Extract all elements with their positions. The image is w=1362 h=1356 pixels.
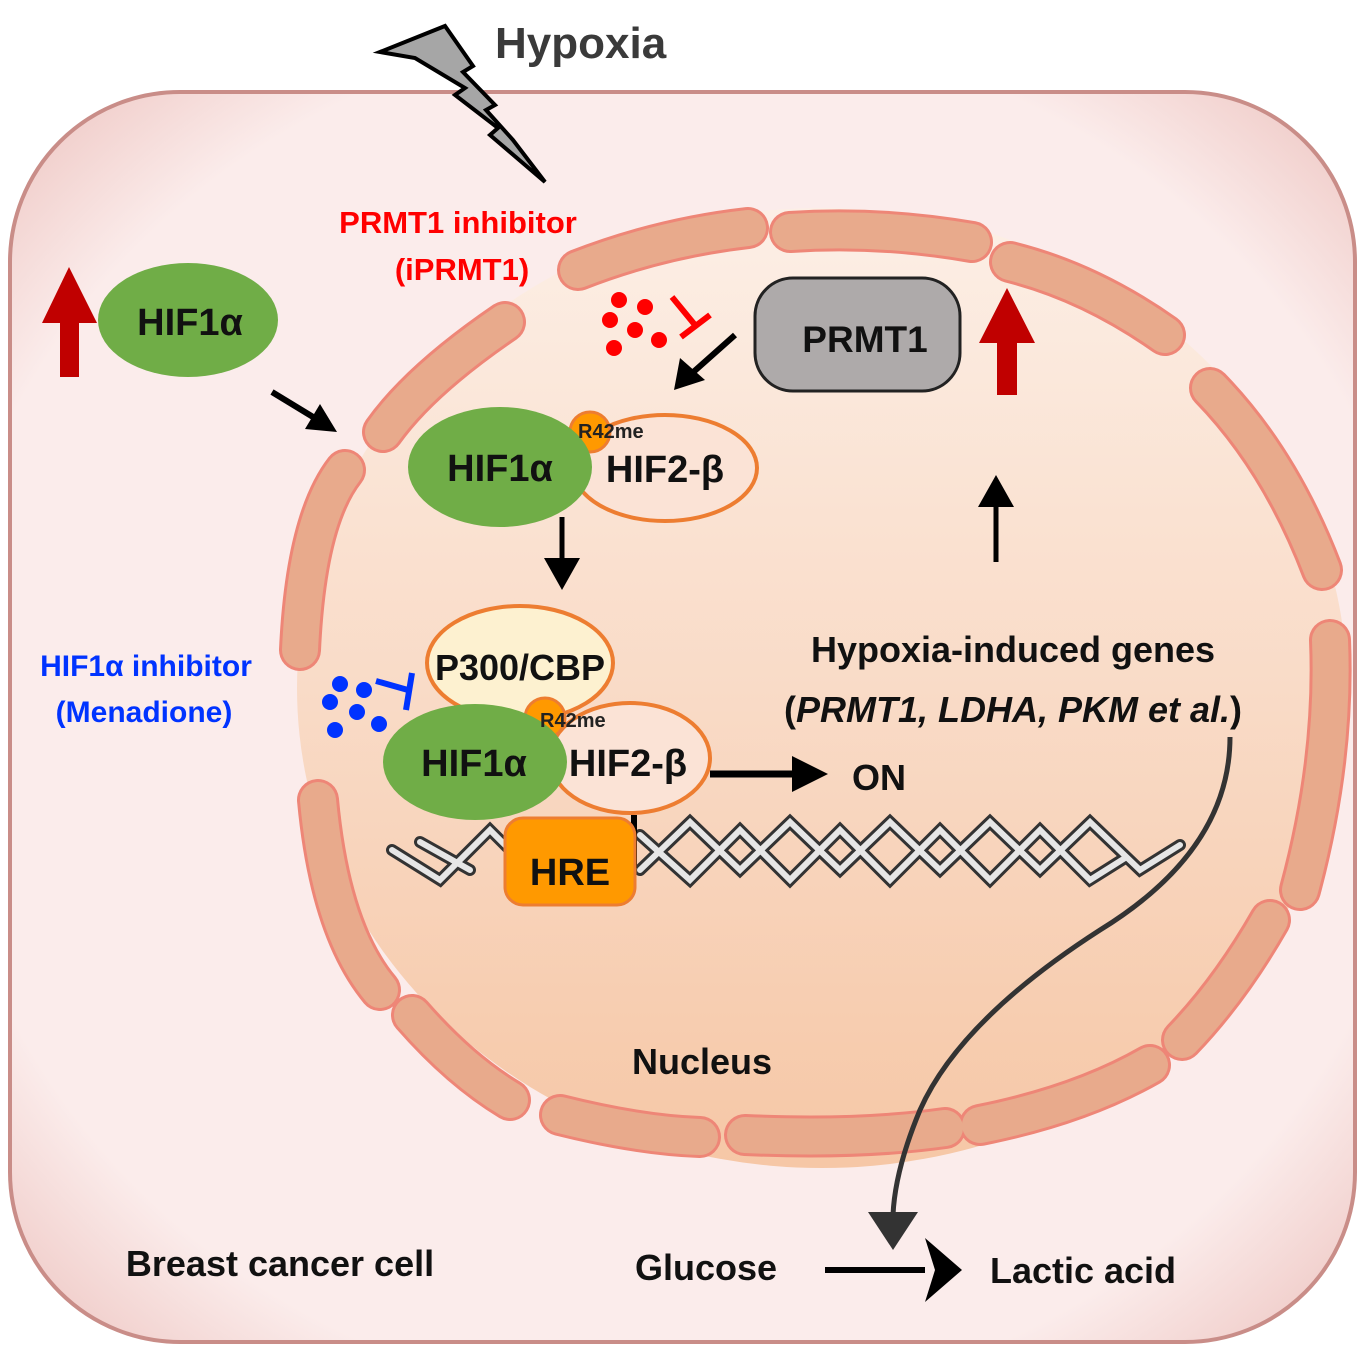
nuclear-translocation-arrow (270, 389, 320, 423)
prmt1-inhibition-icon (669, 295, 712, 340)
metabolic-effect-arrow (890, 736, 1233, 1216)
hif1a-complex2-label: HIF1α (421, 743, 527, 785)
arrowhead-icon (978, 475, 1014, 507)
genes-title: Hypoxia-induced genes (811, 629, 1215, 670)
hif1a-inhibition-icon (375, 672, 415, 711)
hif1a-complex1-label: HIF1α (447, 448, 553, 490)
on-label: ON (852, 757, 906, 798)
hif1a-inhibitor-name: (Menadione) (56, 696, 233, 729)
genes-list: (PRMT1, LDHA, PKM et al.) (784, 689, 1242, 730)
hif1a-complex2 (383, 704, 567, 820)
genes-italic-list: PRMT1, LDHA, PKM et al. (796, 689, 1230, 730)
p300-cbp-label: P300/CBP (435, 647, 605, 688)
arrowhead-icon (925, 1238, 962, 1302)
prmt1-protein (753, 276, 962, 393)
arrowhead-icon (544, 558, 580, 590)
prmt1-methylation-arrow (688, 332, 737, 378)
hre-label: HRE (530, 852, 610, 894)
hre-element (503, 816, 637, 907)
cell-label: Breast cancer cell (126, 1243, 434, 1284)
glucose-label: Glucose (635, 1247, 777, 1288)
prmt1-inhibitor-label: PRMT1 inhibitor (339, 205, 577, 240)
hif1a-cytoplasm (98, 263, 278, 377)
iprmt1-molecules-icon (602, 292, 667, 356)
menadione-molecules-icon (322, 676, 387, 738)
hypoxia-title: Hypoxia (495, 19, 667, 68)
r42me-label: R42me (540, 710, 606, 732)
lightning-bolt-icon (372, 23, 547, 184)
nucleus-label: Nucleus (632, 1041, 772, 1082)
arrowhead-icon (792, 756, 828, 792)
hif2b-complex2-label: HIF2-β (569, 743, 687, 785)
paren-close: ) (1230, 689, 1242, 730)
hif1a-cytoplasm-label: HIF1α (137, 302, 243, 344)
arrowhead-icon (305, 404, 337, 432)
prmt1-inhibitor-name: (iPRMT1) (395, 252, 529, 287)
hif2b-complex1-label: HIF2-β (606, 449, 724, 491)
arrowhead-icon (674, 358, 705, 390)
prmt1-label: PRMT1 (802, 319, 927, 360)
r42me-label: R42me (578, 421, 644, 443)
lactic-acid-label: Lactic acid (990, 1250, 1176, 1291)
upregulation-arrow-icon (979, 288, 1035, 395)
arrowhead-icon (868, 1212, 918, 1250)
hif1a-complex1 (408, 407, 592, 527)
paren-open: ( (784, 689, 796, 730)
upregulation-arrow-icon (42, 267, 97, 377)
dna-helix-icon (386, 813, 1186, 889)
nuclear-envelope (279, 207, 1352, 1158)
hif1a-inhibitor-label: HIF1α inhibitor (40, 650, 252, 683)
